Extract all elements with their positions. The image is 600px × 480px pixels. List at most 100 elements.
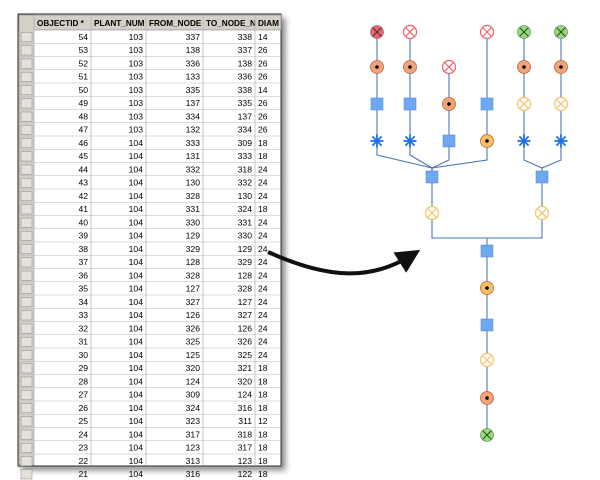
table-cell[interactable]: 39 — [78, 231, 88, 241]
table-cell[interactable]: 27 — [78, 390, 88, 400]
table-cell[interactable]: 104 — [129, 270, 144, 280]
table-cell[interactable]: 104 — [129, 456, 144, 466]
row-selector[interactable] — [20, 456, 33, 467]
table-cell[interactable]: 26 — [258, 111, 268, 121]
table-cell[interactable]: 103 — [129, 58, 144, 68]
table-cell[interactable]: 24 — [258, 178, 268, 188]
table-cell[interactable]: 40 — [78, 217, 88, 227]
table-cell[interactable]: 122 — [238, 469, 253, 479]
table-cell[interactable]: 104 — [129, 337, 144, 347]
square-icon[interactable] — [535, 170, 549, 184]
table-cell[interactable]: 26 — [258, 98, 268, 108]
table-cell[interactable]: 37 — [78, 257, 88, 267]
table-cell[interactable]: 103 — [129, 111, 144, 121]
valve-x-icon[interactable] — [370, 25, 384, 39]
valve-x-outline-icon[interactable] — [424, 205, 440, 221]
table-cell[interactable]: 24 — [258, 350, 268, 360]
table-cell[interactable]: 53 — [78, 45, 88, 55]
table-cell[interactable]: 50 — [78, 85, 88, 95]
table-cell[interactable]: 104 — [129, 403, 144, 413]
row-selector[interactable] — [20, 283, 33, 294]
row-selector[interactable] — [20, 217, 33, 228]
table-cell[interactable]: 129 — [238, 244, 253, 254]
table-cell[interactable]: 104 — [129, 257, 144, 267]
table-cell[interactable]: 104 — [129, 350, 144, 360]
table-cell[interactable]: 47 — [78, 125, 88, 135]
row-selector[interactable] — [20, 32, 33, 43]
row-selector[interactable] — [20, 257, 33, 268]
table-cell[interactable]: 104 — [129, 151, 144, 161]
table-cell[interactable]: 104 — [129, 191, 144, 201]
table-cell[interactable]: 103 — [129, 72, 144, 82]
table-cell[interactable]: 138 — [186, 45, 201, 55]
table-cell[interactable]: 103 — [129, 125, 144, 135]
square-icon[interactable] — [442, 134, 456, 148]
valve-x-outline-icon[interactable] — [479, 352, 495, 368]
valve-x-outline-icon[interactable] — [516, 96, 532, 112]
table-cell[interactable]: 18 — [258, 429, 268, 439]
row-selector[interactable] — [20, 71, 33, 82]
table-cell[interactable]: 334 — [238, 125, 253, 135]
table-cell[interactable]: 320 — [186, 363, 201, 373]
star-icon[interactable] — [517, 134, 531, 148]
row-selector[interactable] — [20, 151, 33, 162]
table-cell[interactable]: 104 — [129, 297, 144, 307]
table-cell[interactable]: 338 — [238, 85, 253, 95]
table-cell[interactable]: 335 — [238, 98, 253, 108]
table-cell[interactable]: 104 — [129, 284, 144, 294]
table-cell[interactable]: 104 — [129, 204, 144, 214]
table-cell[interactable]: 52 — [78, 58, 88, 68]
table-cell[interactable]: 36 — [78, 270, 88, 280]
table-cell[interactable]: 18 — [258, 151, 268, 161]
table-cell[interactable]: 309 — [186, 390, 201, 400]
row-selector[interactable] — [20, 376, 33, 387]
table-cell[interactable]: 24 — [78, 429, 88, 439]
table-cell[interactable]: 35 — [78, 284, 88, 294]
dot-icon[interactable] — [370, 60, 384, 74]
table-cell[interactable]: 104 — [129, 323, 144, 333]
row-selector[interactable] — [20, 85, 33, 96]
table-cell[interactable]: 131 — [186, 151, 201, 161]
square-icon[interactable] — [370, 97, 384, 111]
row-selector[interactable] — [20, 98, 33, 109]
table-cell[interactable]: 18 — [258, 443, 268, 453]
table-cell[interactable]: 318 — [238, 429, 253, 439]
table-cell[interactable]: 104 — [129, 429, 144, 439]
table-cell[interactable]: 328 — [186, 270, 201, 280]
table-cell[interactable]: 327 — [238, 310, 253, 320]
valve-x-outline-icon[interactable] — [534, 205, 550, 221]
table-cell[interactable]: 45 — [78, 151, 88, 161]
dot-icon[interactable] — [442, 97, 456, 111]
table-cell[interactable]: 24 — [258, 323, 268, 333]
square-icon[interactable] — [480, 244, 494, 258]
dot-icon[interactable] — [480, 134, 494, 148]
table-cell[interactable]: 330 — [238, 231, 253, 241]
table-cell[interactable]: 126 — [238, 323, 253, 333]
table-cell[interactable]: 325 — [238, 350, 253, 360]
table-cell[interactable]: 123 — [186, 443, 201, 453]
table-cell[interactable]: 26 — [258, 45, 268, 55]
table-cell[interactable]: 124 — [238, 390, 253, 400]
table-cell[interactable]: 30 — [78, 350, 88, 360]
table-cell[interactable]: 321 — [238, 363, 253, 373]
table-cell[interactable]: 18 — [258, 456, 268, 466]
row-selector[interactable] — [20, 363, 33, 374]
valve-x-icon[interactable] — [554, 25, 568, 39]
row-selector[interactable] — [20, 230, 33, 241]
row-selector[interactable] — [20, 336, 33, 347]
row-selector[interactable] — [20, 124, 33, 135]
table-cell[interactable]: 326 — [238, 337, 253, 347]
dot-icon[interactable] — [403, 60, 417, 74]
table-cell[interactable]: 28 — [78, 376, 88, 386]
column-header[interactable]: TO_NODE_N — [206, 19, 256, 28]
table-cell[interactable]: 328 — [238, 284, 253, 294]
row-selector[interactable] — [20, 469, 33, 480]
table-cell[interactable]: 334 — [186, 111, 201, 121]
table-cell[interactable]: 54 — [78, 32, 88, 42]
table-cell[interactable]: 41 — [78, 204, 88, 214]
table-cell[interactable]: 24 — [258, 191, 268, 201]
table-cell[interactable]: 128 — [238, 270, 253, 280]
row-selector[interactable] — [20, 442, 33, 453]
table-cell[interactable]: 25 — [78, 416, 88, 426]
table-cell[interactable]: 43 — [78, 178, 88, 188]
